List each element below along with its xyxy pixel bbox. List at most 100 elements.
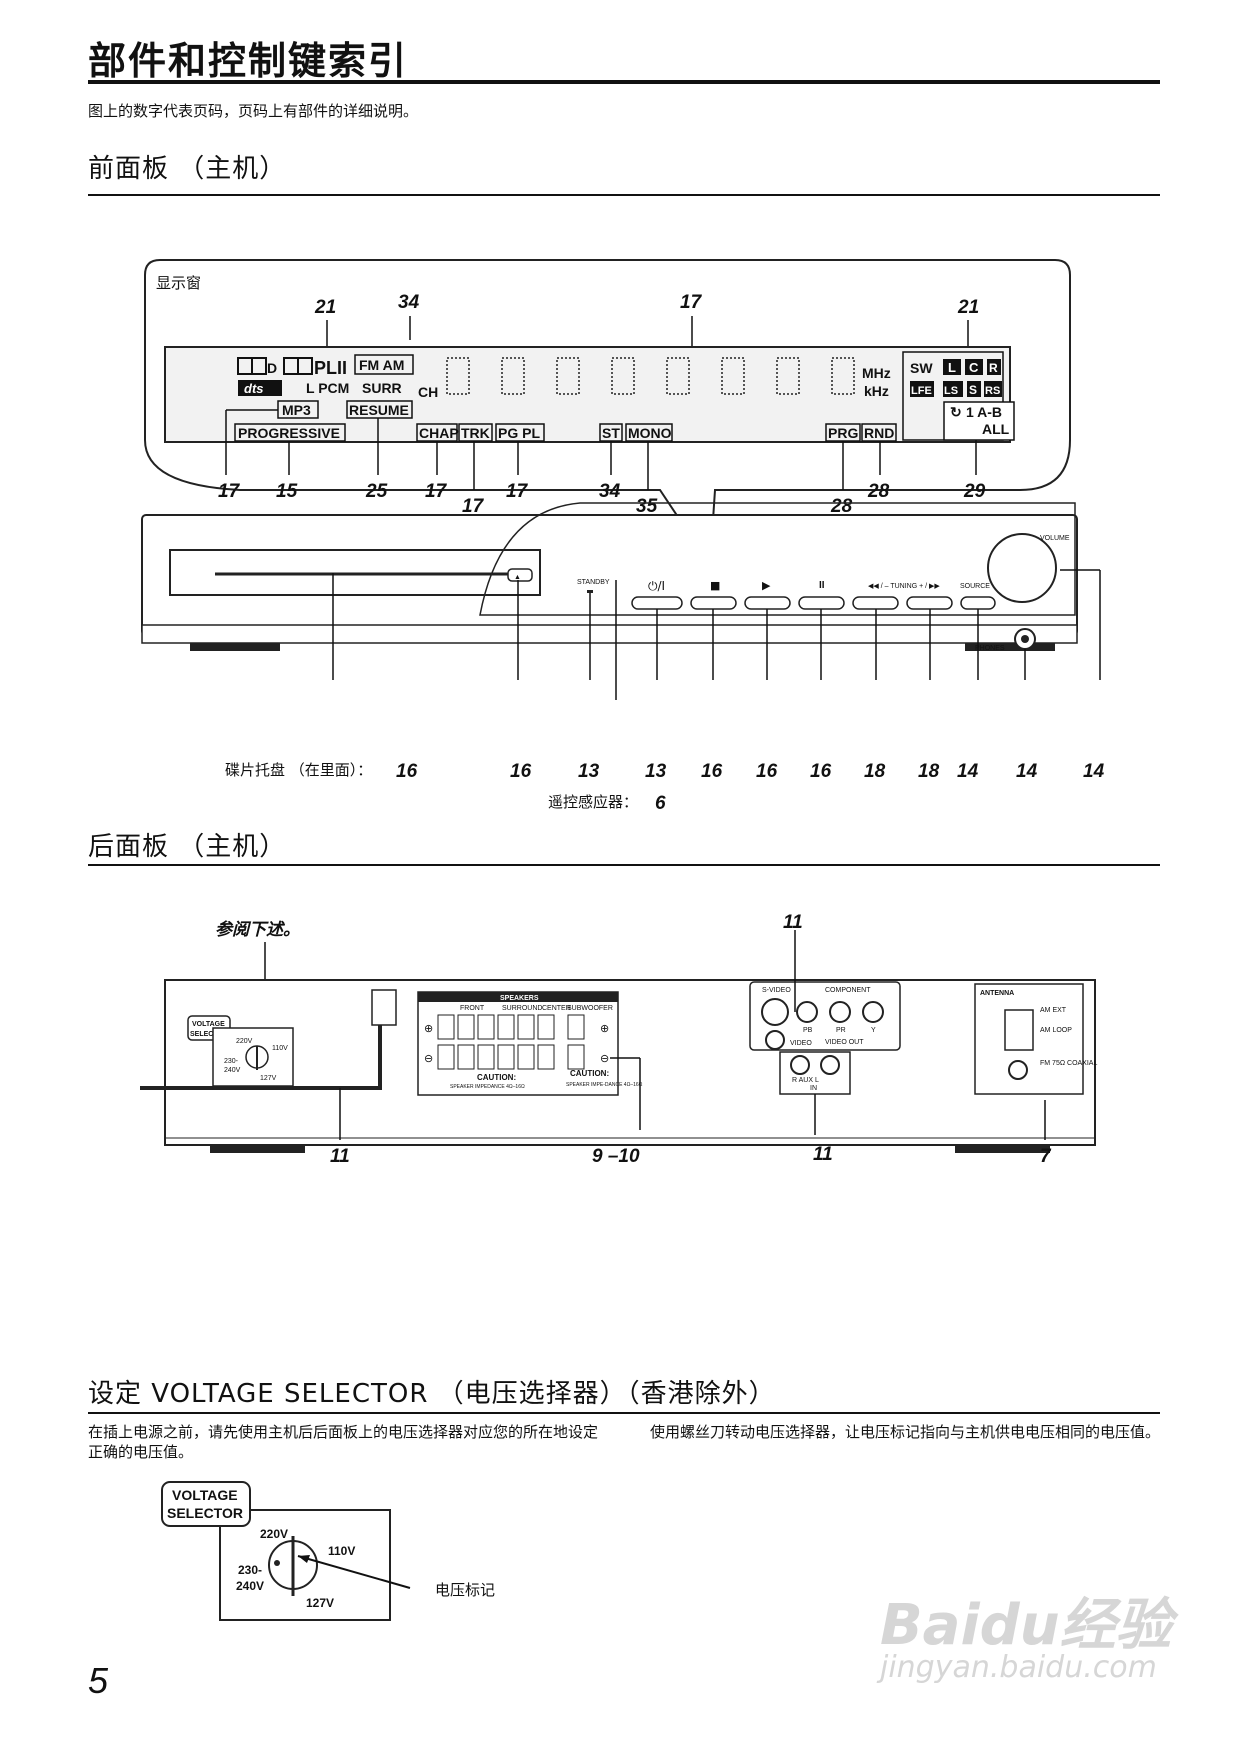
- front-panel-heading: 前面板 （主机）: [88, 154, 287, 184]
- voltage-selector-title-2: SELECTOR: [167, 1505, 243, 1521]
- callout-17-d: 17: [462, 496, 485, 517]
- s-video-jack[interactable]: [761, 998, 789, 1026]
- callout-14-b: 14: [1016, 761, 1038, 782]
- v110-label: 110V: [328, 1544, 355, 1558]
- callout-28-b: 28: [867, 481, 890, 502]
- pause-button[interactable]: [798, 596, 845, 610]
- voltage-heading: 设定 VOLTAGE SELECTOR （电压选择器）（香港除外）: [88, 1379, 776, 1409]
- y-jack[interactable]: [862, 1001, 884, 1023]
- chap-indicator: CHAP: [419, 425, 459, 441]
- svg-text:SUBWOOFER: SUBWOOFER: [567, 1005, 613, 1012]
- resume-indicator: RESUME: [349, 402, 409, 418]
- repeat-indicator: 1 A-B: [966, 404, 1002, 420]
- l-channel-indicator: L: [948, 360, 956, 375]
- tuning-up-button[interactable]: [906, 596, 953, 610]
- callout-34-a: 34: [398, 292, 420, 313]
- voltage-selector-diagram: VOLTAGE SELECTOR 220V 110V 230- 240V 127…: [161, 1481, 495, 1621]
- aux-in-r-jack[interactable]: [790, 1055, 810, 1075]
- svg-text:FRONT: FRONT: [460, 1005, 485, 1012]
- eject-button[interactable]: [507, 568, 533, 582]
- callout-17-a: 17: [680, 292, 703, 313]
- svg-text:SELECTOR: SELECTOR: [190, 1031, 228, 1038]
- voltage-mark-arrow: [297, 1555, 411, 1589]
- v127-label: 127V: [306, 1596, 334, 1610]
- rear-panel-diagram: 参阅下述。 VOLTAGE SELECTOR 220V 110V 230- 24…: [140, 912, 1097, 1167]
- source-button[interactable]: [960, 596, 996, 610]
- svg-text:SURROUND: SURROUND: [502, 1005, 542, 1012]
- callout-16-a: 16: [510, 761, 532, 782]
- mhz-indicator: MHz: [862, 365, 891, 381]
- play-icon: ▶: [762, 579, 771, 592]
- prg-indicator: PRG: [828, 425, 858, 441]
- callout-17-b: 17: [218, 481, 241, 502]
- callout-21-a: 21: [314, 297, 336, 318]
- play-button[interactable]: [744, 596, 791, 610]
- mp3-indicator: MP3: [282, 402, 311, 418]
- volume-label: VOLUME: [1040, 535, 1070, 542]
- power-button[interactable]: [631, 596, 683, 610]
- r-channel-indicator: R: [989, 361, 998, 375]
- pb-jack[interactable]: [796, 1001, 818, 1023]
- pg-pl-indicator: PG PL: [498, 425, 540, 441]
- voltage-text-right: 使用螺丝刀转动电压选择器，让电压标记指向与主机供电电压相同的电压值。: [650, 1423, 1161, 1441]
- svg-text:VIDEO OUT: VIDEO OUT: [825, 1039, 864, 1046]
- callout-14-a: 14: [957, 761, 979, 782]
- c-channel-indicator: C: [969, 360, 979, 375]
- dolby-logo-icon: [237, 357, 313, 375]
- callout-9-10: 9 –10: [592, 1146, 640, 1167]
- callout-28-a: 28: [830, 496, 853, 517]
- source-label: SOURCE: [960, 583, 990, 590]
- callout-7: 7: [1040, 1146, 1052, 1167]
- svg-text:220V: 220V: [236, 1038, 253, 1045]
- svg-text:AM EXT: AM EXT: [1040, 1007, 1067, 1014]
- callout-11-a: 11: [783, 912, 803, 933]
- watermark-url: jingyan.baidu.com: [880, 1650, 1157, 1685]
- watermark-logo: Baidu经验: [880, 1593, 1172, 1658]
- voltage-mark-label: 电压标记: [435, 1581, 495, 1599]
- callout-18-b: 18: [918, 761, 940, 782]
- mono-indicator: MONO: [628, 425, 672, 441]
- fm-antenna-jack[interactable]: [1008, 1060, 1028, 1080]
- am-antenna-terminals[interactable]: [1004, 1009, 1034, 1051]
- st-indicator: ST: [602, 425, 620, 441]
- volume-knob[interactable]: [987, 533, 1057, 603]
- svg-text:SPEAKER IMPEDANCE 4Ω–16Ω: SPEAKER IMPEDANCE 4Ω–16Ω: [450, 1084, 525, 1090]
- svg-text:240V: 240V: [224, 1067, 241, 1074]
- khz-indicator: kHz: [864, 383, 889, 399]
- pr-jack[interactable]: [829, 1001, 851, 1023]
- svg-text:230-: 230-: [224, 1058, 239, 1065]
- antenna-block: [974, 983, 1084, 1095]
- svg-text:SPEAKERS: SPEAKERS: [500, 995, 539, 1002]
- dts-logo-icon: [238, 380, 282, 396]
- svg-text:PR: PR: [836, 1027, 846, 1034]
- svg-text:110V: 110V: [272, 1045, 288, 1052]
- v230-label: 230-: [238, 1563, 262, 1577]
- speaker-terminals: [417, 991, 619, 1096]
- title-rule: [88, 80, 1160, 84]
- aux-in-l-jack[interactable]: [820, 1055, 840, 1075]
- standby-label: STANDBY: [577, 579, 610, 586]
- video-jack[interactable]: [765, 1030, 785, 1050]
- svg-text:FM 75Ω COAXIAL: FM 75Ω COAXIAL: [1040, 1060, 1097, 1067]
- tuning-label: ◀◀ / – TUNING + / ▶▶: [868, 583, 940, 590]
- svg-text:D: D: [267, 360, 277, 376]
- disc-tray-page: 16: [396, 761, 418, 782]
- fm-am-indicator: FM AM: [359, 357, 404, 373]
- callout-16-d: 16: [810, 761, 832, 782]
- lpcm-indicator: L PCM: [306, 380, 349, 396]
- s-indicator: S: [969, 383, 977, 397]
- callout-35: 35: [636, 496, 658, 517]
- stop-button[interactable]: [690, 596, 737, 610]
- callout-18-a: 18: [864, 761, 886, 782]
- svg-text:PB: PB: [803, 1027, 813, 1034]
- front-panel-diagram: 显示窗 21 34 17 21 D PLII dts FM AM L PCM S…: [141, 259, 1105, 814]
- tuning-down-button[interactable]: [852, 596, 899, 610]
- pl2-indicator: PLII: [314, 358, 347, 378]
- callout-29: 29: [963, 481, 986, 502]
- svg-text:⊕: ⊕: [424, 1023, 433, 1035]
- callout-14-c: 14: [1083, 761, 1105, 782]
- callout-25: 25: [365, 481, 388, 502]
- ls-indicator: LS: [944, 385, 958, 397]
- v220-label: 220V: [260, 1527, 288, 1541]
- callout-13-b: 13: [645, 761, 667, 782]
